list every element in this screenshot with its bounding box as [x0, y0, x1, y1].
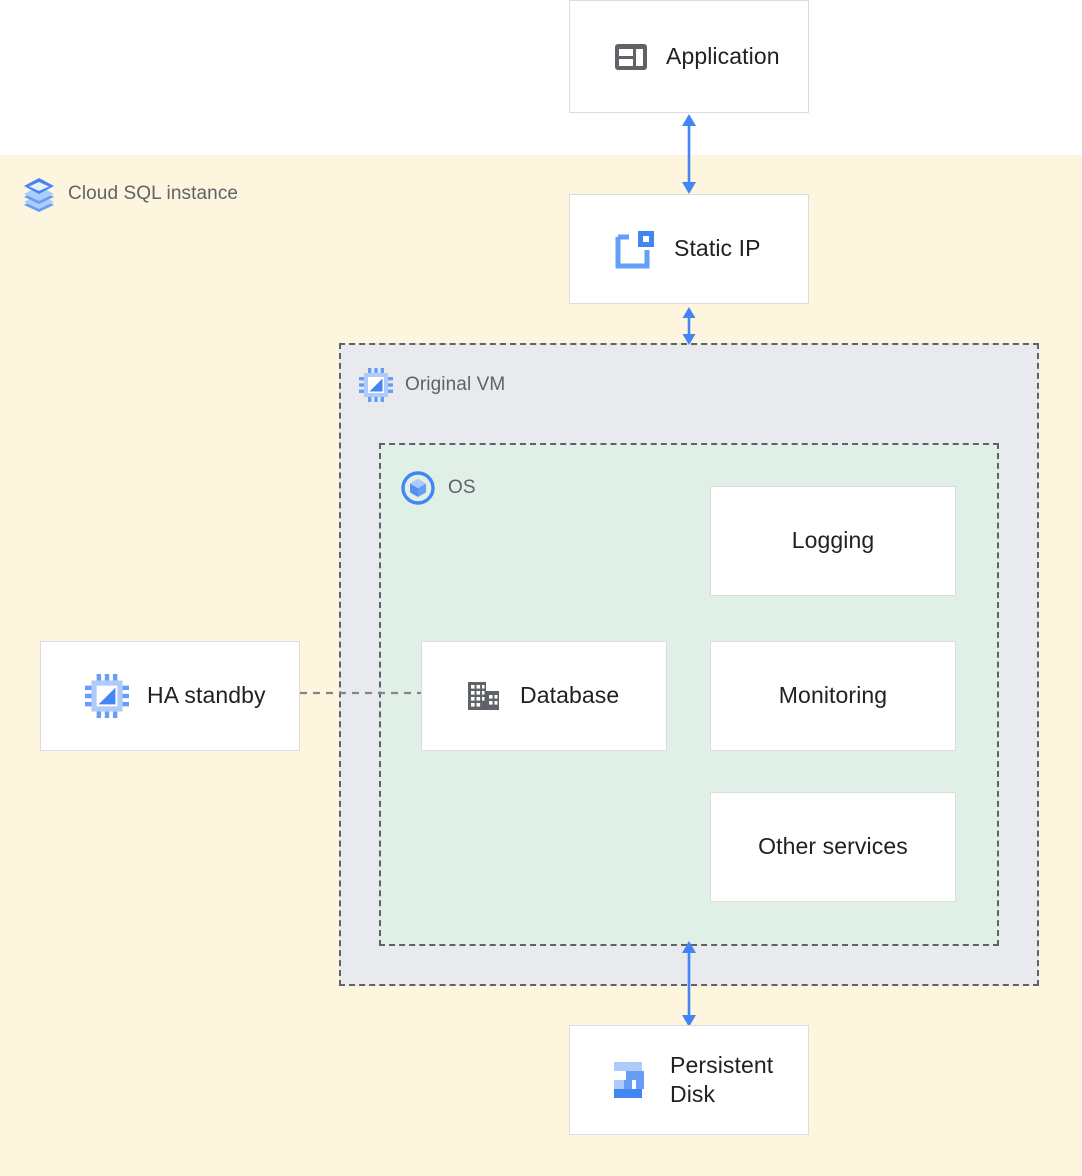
node-ha-standby[interactable]: HA standby [40, 641, 300, 751]
region-label-cloud-sql-instance: Cloud SQL instance [68, 183, 239, 204]
region-title-original-vm: Original VM [359, 368, 505, 402]
cpu-chip-icon [85, 674, 129, 718]
node-label-other-services: Other services [758, 833, 908, 860]
persistent-disk-icon [612, 1058, 652, 1102]
node-database[interactable]: Database [421, 641, 667, 751]
node-label-static-ip: Static IP [674, 235, 761, 262]
os-cube-circle-icon [400, 470, 436, 506]
node-label-ha-standby: HA standby [147, 682, 266, 709]
database-building-icon [466, 679, 502, 713]
node-persistent-disk[interactable]: Persistent Disk [569, 1025, 809, 1135]
node-label-persistent-disk: Persistent Disk [670, 1051, 773, 1109]
node-monitoring[interactable]: Monitoring [710, 641, 956, 751]
cpu-chip-icon [359, 368, 393, 402]
region-label-original-vm: Original VM [405, 374, 506, 395]
node-label-application: Application [666, 42, 780, 69]
node-logging[interactable]: Logging [710, 486, 956, 596]
node-static-ip[interactable]: Static IP [569, 194, 809, 304]
node-other-services[interactable]: Other services [710, 792, 956, 902]
static-ip-icon [614, 228, 656, 270]
connector-ha-standby-to-database [300, 689, 422, 697]
node-label-persistent-disk-line2: Disk [670, 1081, 716, 1107]
connector-application-to-static-ip [669, 113, 709, 195]
node-application[interactable]: Application [569, 0, 809, 113]
node-label-database: Database [520, 682, 620, 709]
connector-static-ip-to-original-vm [669, 306, 709, 346]
region-title-os: OS [400, 470, 476, 506]
connector-os-to-persistent-disk [669, 940, 709, 1028]
region-label-os: OS [448, 477, 476, 498]
node-label-monitoring: Monitoring [778, 682, 888, 709]
region-title-cloud-sql-instance: Cloud SQL instance [22, 176, 238, 212]
node-label-logging: Logging [791, 527, 875, 554]
application-window-icon [614, 40, 648, 74]
cloud-sql-layers-icon [22, 176, 56, 212]
node-label-persistent-disk-line1: Persistent [670, 1052, 774, 1079]
